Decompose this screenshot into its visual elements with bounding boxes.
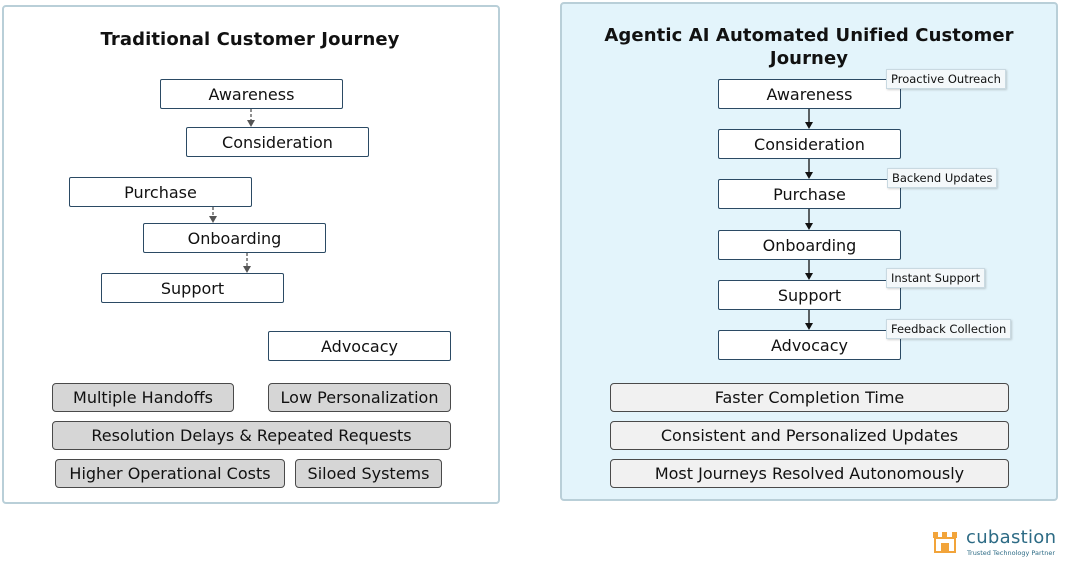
logo-tagline: Trusted Technology Partner (967, 549, 1056, 557)
pain-point-higher-operational-costs: Higher Operational Costs (55, 459, 285, 488)
traditional-stage-support: Support (101, 273, 284, 303)
tag-feedback-collection: Feedback Collection (886, 319, 1012, 339)
pain-point-siloed-systems: Siloed Systems (295, 459, 442, 488)
benefit-faster-completion: Faster Completion Time (610, 383, 1009, 412)
cubastion-logo-icon (933, 532, 957, 553)
agentic-stage-advocacy: Advocacy (718, 330, 901, 360)
arrowhead (805, 122, 813, 129)
agentic-stage-support: Support (718, 280, 901, 310)
agentic-stage-onboarding: Onboarding (718, 230, 901, 260)
arrowhead (805, 273, 813, 280)
agentic-stage-purchase: Purchase (718, 179, 901, 209)
tag-backend-updates: Backend Updates (887, 168, 998, 188)
traditional-stage-advocacy: Advocacy (268, 331, 451, 361)
dashed-arrowhead (243, 266, 251, 273)
tag-instant-support: Instant Support (886, 268, 986, 288)
traditional-stage-consideration: Consideration (186, 127, 369, 157)
traditional-journey-title: Traditional Customer Journey (100, 29, 400, 50)
traditional-stage-onboarding: Onboarding (143, 223, 326, 253)
agentic-journey-title: Agentic AI Automated Unified Customer Jo… (604, 25, 1014, 69)
logo-name: cubastion (966, 527, 1057, 548)
pain-point-multiple-handoffs: Multiple Handoffs (52, 383, 234, 412)
cubastion-logo: cubastion Trusted Technology Partner (932, 527, 1062, 560)
pain-point-low-personalization: Low Personalization (268, 383, 451, 412)
traditional-stage-purchase: Purchase (69, 177, 252, 207)
benefit-consistent-updates: Consistent and Personalized Updates (610, 421, 1009, 450)
traditional-stage-awareness: Awareness (160, 79, 343, 109)
arrowhead (805, 323, 813, 330)
benefit-autonomous-resolution: Most Journeys Resolved Autonomously (610, 459, 1009, 488)
tag-proactive-outreach: Proactive Outreach (886, 69, 1006, 89)
pain-point-resolution-delays: Resolution Delays & Repeated Requests (52, 421, 451, 450)
arrowhead (805, 223, 813, 230)
dashed-arrowhead (247, 120, 255, 127)
arrowhead (805, 172, 813, 179)
agentic-stage-awareness: Awareness (718, 79, 901, 109)
dashed-arrowhead (209, 216, 217, 223)
agentic-stage-consideration: Consideration (718, 129, 901, 159)
